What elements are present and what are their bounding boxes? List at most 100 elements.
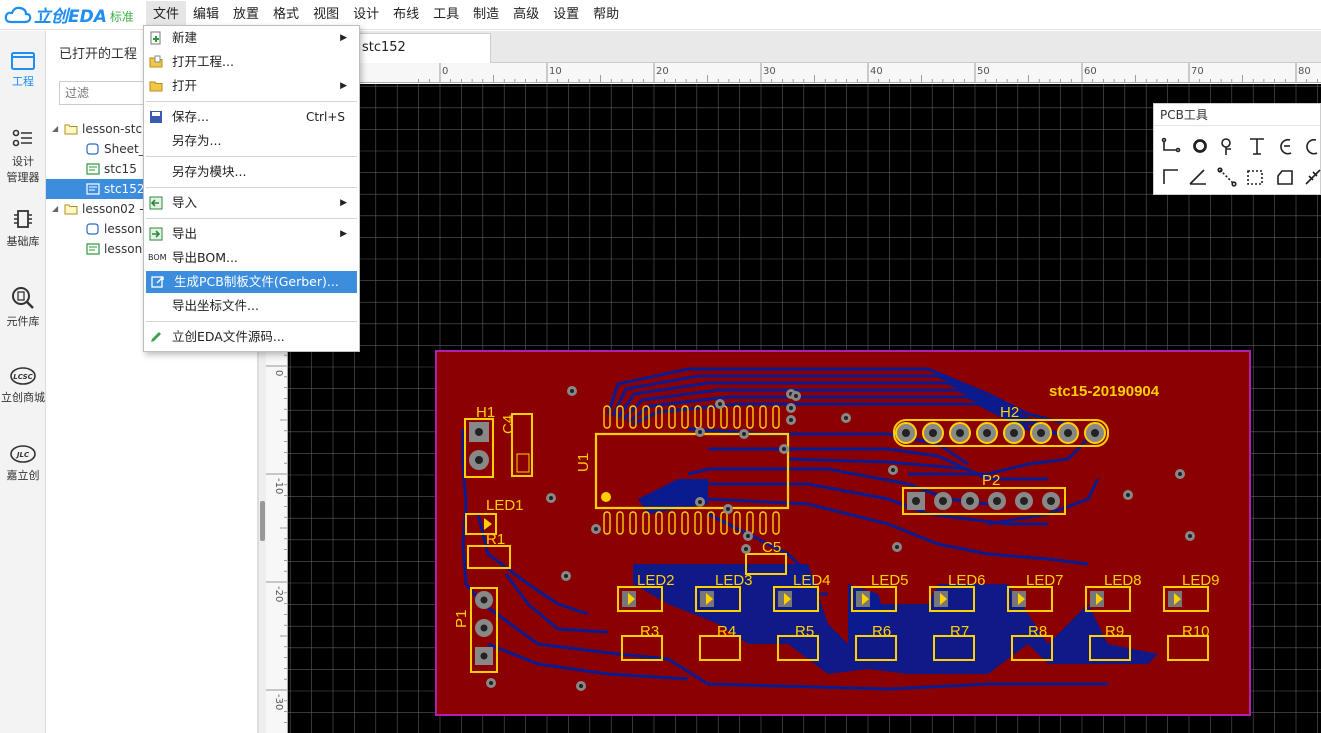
- file-menu-item[interactable]: 生成PCB制板文件(Gerber)...: [146, 271, 357, 293]
- tree-expand-icon[interactable]: ◢: [52, 204, 59, 213]
- menu-3[interactable]: 格式: [273, 6, 300, 22]
- rail-jlc[interactable]: JLC 嘉立创: [0, 443, 46, 483]
- menu-0[interactable]: 文件: [146, 0, 187, 29]
- text-tool-icon[interactable]: [1250, 138, 1264, 155]
- u1-silk: [594, 432, 790, 510]
- ruler-tick-label: 10: [549, 66, 562, 77]
- rail-design-manager[interactable]: 设计 管理器: [0, 127, 46, 185]
- menu-4[interactable]: 视图: [313, 6, 340, 22]
- file-menu-item[interactable]: 保存...Ctrl+S: [144, 106, 359, 128]
- c4-pad: [516, 453, 530, 473]
- led-arrow: [1174, 593, 1181, 605]
- rail-basic-lib[interactable]: 基础库: [0, 207, 46, 249]
- pad-tool-icon[interactable]: [1193, 139, 1207, 153]
- designator-label: R4: [717, 623, 736, 640]
- menu-1[interactable]: 编辑: [193, 6, 220, 22]
- via-hole: [782, 447, 786, 451]
- h1-silk: [464, 418, 494, 478]
- h2-pad-hole: [902, 429, 910, 437]
- corner-tool-icon[interactable]: [1163, 169, 1178, 184]
- track-tool-icon[interactable]: [1161, 137, 1181, 153]
- tree-item[interactable]: ◢lesson02 -: [46, 199, 258, 219]
- angle-tool-icon[interactable]: [1189, 169, 1206, 185]
- file-menu-item[interactable]: 打开工程...: [144, 51, 359, 73]
- p1-pad-hole: [480, 652, 488, 660]
- copper-pour: [638, 479, 708, 514]
- designator-label: R5: [795, 623, 814, 640]
- file-menu-item[interactable]: 导出坐标文件...: [144, 295, 359, 317]
- tree-item[interactable]: stc15: [46, 159, 258, 179]
- designator-label: C5: [762, 539, 781, 556]
- folder-icon: [64, 124, 78, 135]
- r-silk: [1011, 635, 1053, 661]
- designator-label: LED7: [1026, 572, 1064, 589]
- menu-8[interactable]: 制造: [473, 6, 500, 22]
- tree-item-label: lesson-stc1: [82, 122, 150, 136]
- copper-trace: [621, 388, 1069, 441]
- arc-tool-icon[interactable]: [1280, 138, 1292, 155]
- p2-pad-hole: [912, 497, 920, 505]
- c4-silk: [511, 413, 533, 477]
- u1-pin: [694, 511, 702, 535]
- dimension-tool-icon[interactable]: [1217, 167, 1237, 187]
- rail-project[interactable]: 工程: [0, 49, 46, 89]
- splitter-grip[interactable]: [260, 501, 265, 541]
- led-silk: [1163, 586, 1209, 612]
- panel-splitter[interactable]: [258, 31, 266, 733]
- h1-pad-hole: [475, 428, 483, 436]
- p2-pad-hole: [966, 497, 974, 505]
- list-icon: [12, 129, 32, 147]
- file-menu-item[interactable]: 打开▶: [144, 75, 359, 97]
- designator-label: R8: [1028, 623, 1047, 640]
- via-tool-icon[interactable]: [1221, 138, 1231, 155]
- tree-item[interactable]: ◢ lesson-stc1: [46, 119, 258, 139]
- circle-tool-icon[interactable]: [1306, 138, 1318, 155]
- tab-stc152[interactable]: stc152: [346, 33, 491, 63]
- menu-2[interactable]: 放置: [233, 6, 260, 22]
- u1-pin: [772, 405, 780, 429]
- region-tool-icon[interactable]: [1277, 170, 1293, 185]
- designator-label: LED8: [1104, 572, 1142, 589]
- h2-pad-hole: [1037, 429, 1045, 437]
- led-arrow: [706, 593, 713, 605]
- ruler-tick-label: 60: [1084, 66, 1097, 77]
- jlc-icon: JLC: [10, 445, 36, 463]
- p1-pad-hole: [480, 624, 488, 632]
- file-menu-item[interactable]: 新建▶: [144, 27, 359, 49]
- via-hole: [844, 416, 848, 420]
- file-menu-item[interactable]: 另存为...: [144, 130, 359, 152]
- h2-pad-hole: [1010, 429, 1018, 437]
- u1-pin: [603, 405, 611, 429]
- menu-5[interactable]: 设计: [353, 6, 380, 22]
- measure-tool-icon[interactable]: [1305, 169, 1321, 185]
- copper-trace: [461, 429, 1108, 691]
- u1-pin: [759, 511, 767, 535]
- tree-item[interactable]: Sheet_1: [46, 139, 258, 159]
- menu-9[interactable]: 高级: [513, 6, 540, 22]
- designator-label: LED3: [715, 572, 753, 589]
- open-project-icon: [149, 55, 163, 68]
- u1-pin: [733, 511, 741, 535]
- file-menu-item[interactable]: 另存为模块...: [144, 161, 359, 183]
- rail-lcsc[interactable]: LCSC 立创商城: [0, 365, 46, 405]
- ruler-tick-label: 40: [870, 66, 883, 77]
- menu-10[interactable]: 设置: [553, 6, 580, 22]
- file-menu-label: 立创EDA文件源码...: [172, 329, 285, 344]
- menu-11[interactable]: 帮助: [593, 6, 620, 22]
- file-menu-item[interactable]: 导入▶: [144, 192, 359, 214]
- import-icon: [149, 196, 163, 210]
- app-logo[interactable]: 立创EDA 标准: [0, 2, 146, 27]
- menu-6[interactable]: 布线: [393, 6, 420, 22]
- file-menu-item[interactable]: 立创EDA文件源码...: [144, 326, 359, 348]
- h2-pad-hole: [983, 429, 991, 437]
- file-menu-label: 新建: [172, 30, 198, 45]
- rail-component-lib[interactable]: 元件库: [0, 285, 46, 329]
- tree-expand-icon[interactable]: ◢: [52, 124, 59, 133]
- designator-label: LED9: [1182, 572, 1220, 589]
- tab-bar: stc152: [266, 31, 1321, 63]
- rect-select-tool-icon[interactable]: [1247, 170, 1263, 185]
- file-menu-item[interactable]: 导出▶: [144, 223, 359, 245]
- menu-7[interactable]: 工具: [433, 6, 460, 22]
